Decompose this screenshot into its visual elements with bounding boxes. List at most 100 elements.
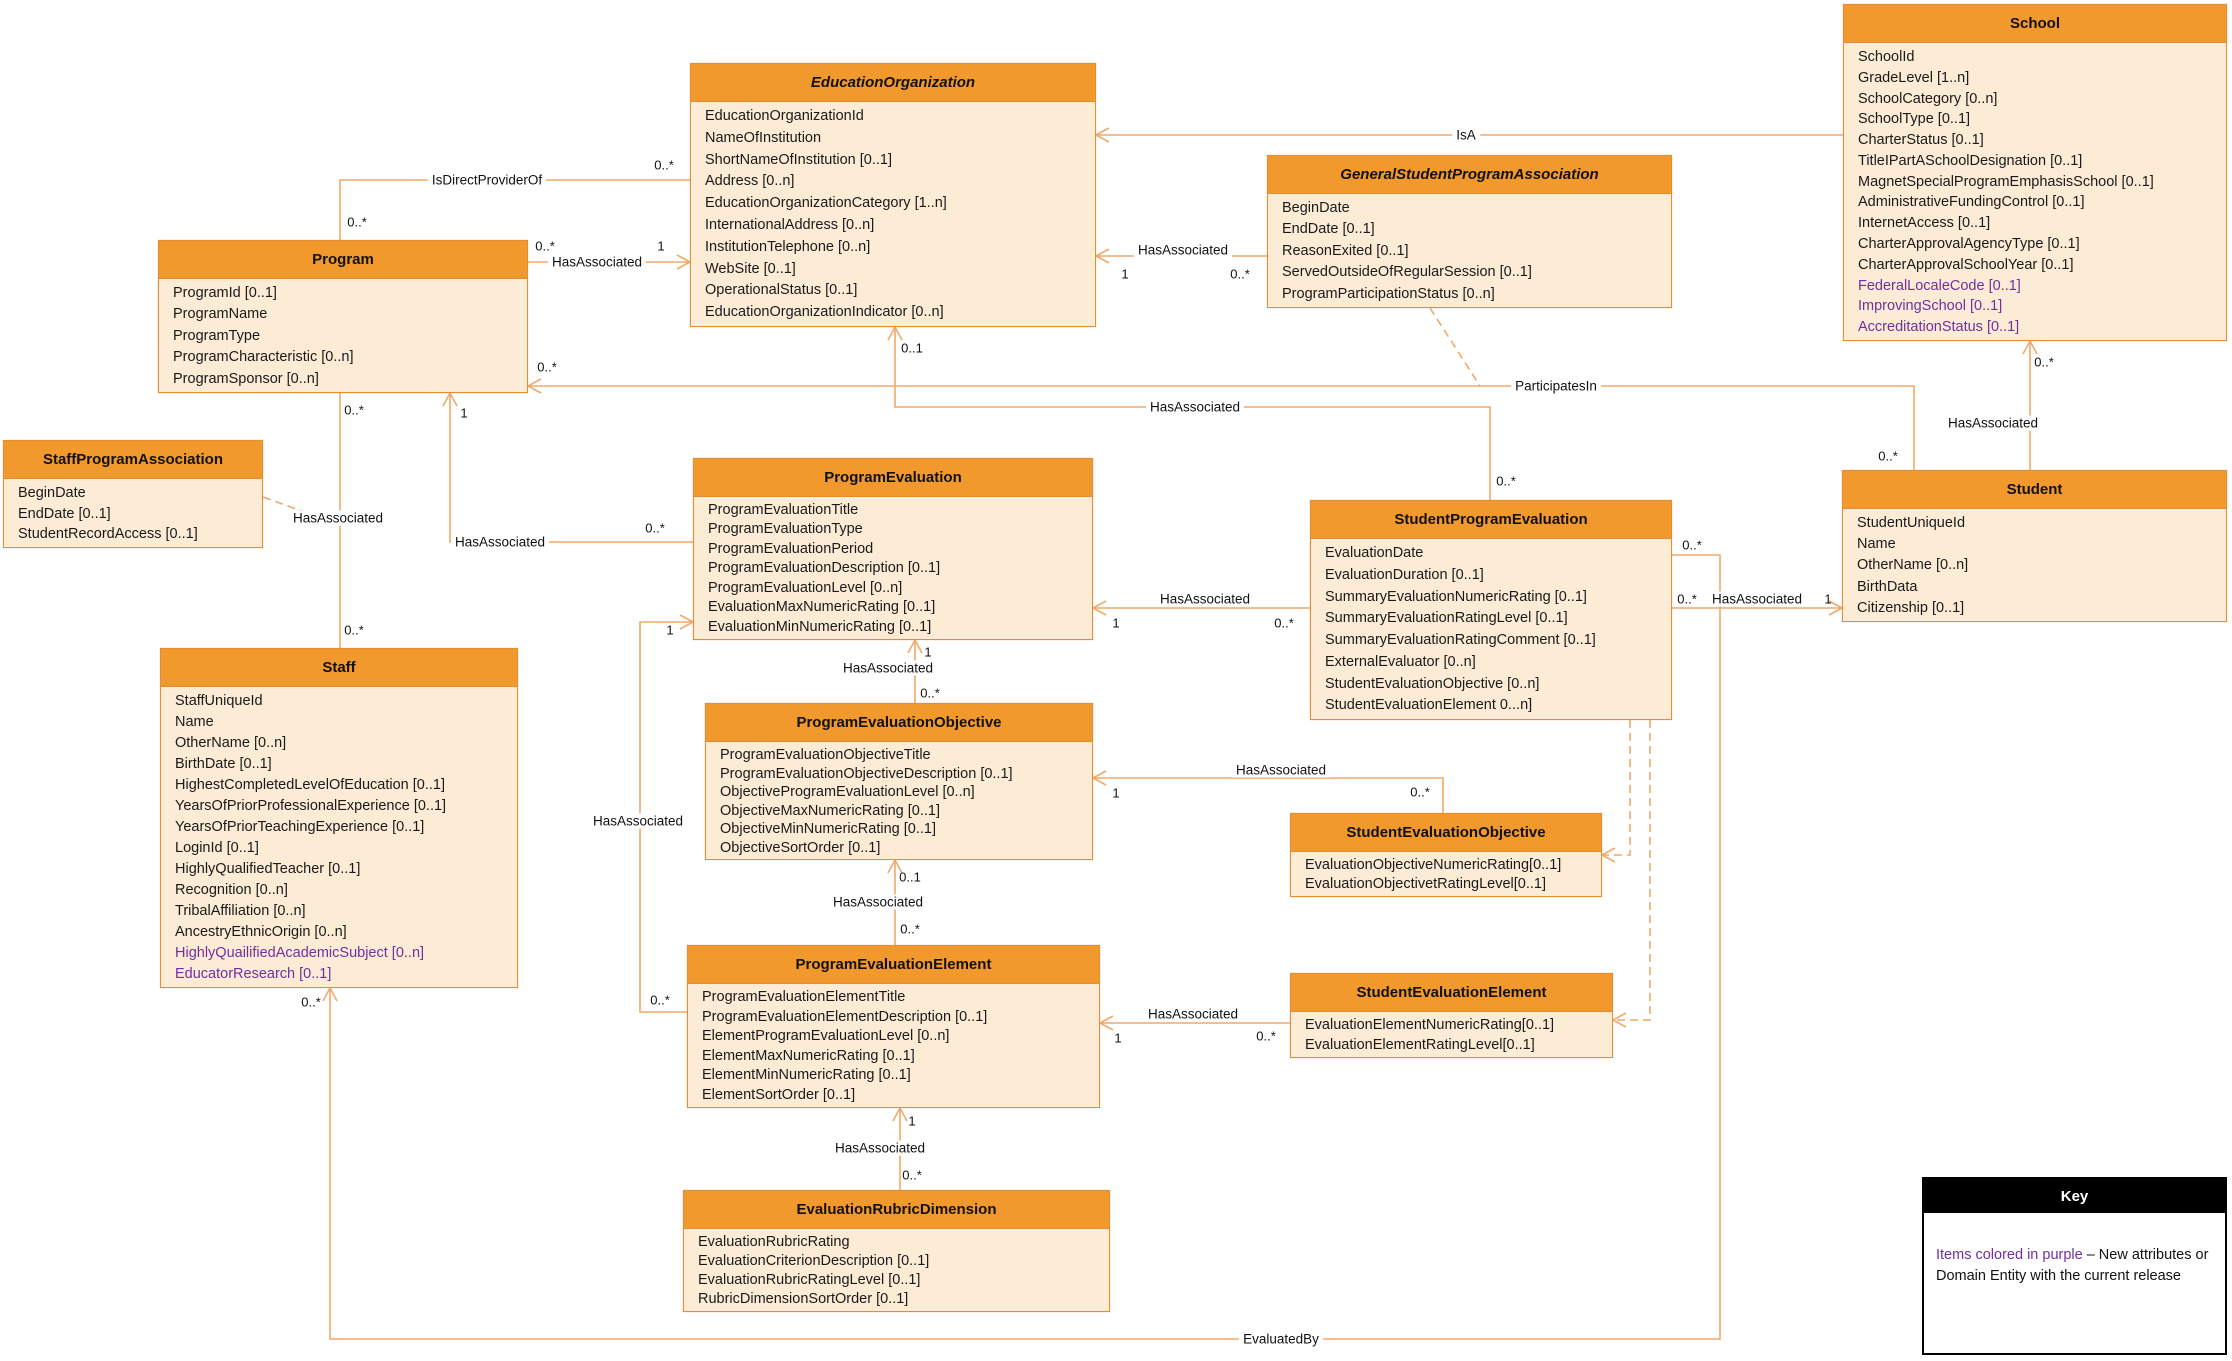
- relationship-label-pe-hasassociated-peo: HasAssociated: [838, 660, 938, 676]
- attribute-row: ProgramParticipationStatus [0..n]: [1282, 285, 1495, 302]
- attribute-row: NameOfInstitution: [705, 129, 822, 146]
- school-hasassociated-student-arrowhead: [2022, 339, 2038, 355]
- relationship-label-program-hasassociated-edorg: HasAssociated: [547, 254, 647, 270]
- entity-header-general-student-program-association: GeneralStudentProgramAssociation: [1268, 156, 1671, 194]
- multiplicity-label: 0..*: [1230, 266, 1250, 282]
- multiplicity-label: 0..*: [650, 992, 670, 1008]
- attribute-row: ElementMaxNumericRating [0..1]: [702, 1047, 915, 1064]
- relationship-label-edorg-hasassociated-spe: HasAssociated: [1145, 399, 1245, 415]
- relationship-label-school-hasassociated-student: HasAssociated: [1943, 415, 2043, 431]
- key-legend-text: Items colored in purple – New attributes…: [1924, 1213, 2225, 1287]
- relationship-label-program-hasassociated-programevaluation: HasAssociated: [450, 534, 550, 550]
- entity-header-student: Student: [1843, 471, 2226, 509]
- relationship-label-peo-hasassociated-pee: HasAssociated: [828, 894, 928, 910]
- attribute-row: SchoolType [0..1]: [1858, 111, 1971, 128]
- multiplicity-label: 0..*: [1878, 448, 1898, 464]
- attribute-row: BirthData: [1857, 578, 1918, 595]
- gspa-link: [1429, 307, 1481, 387]
- attribute-row: CharterStatus [0..1]: [1858, 132, 1984, 149]
- multiplicity-label: 0..*: [1677, 591, 1697, 607]
- attribute-row: InstitutionTelephone [0..n]: [705, 238, 871, 255]
- attribute-row: ObjectiveProgramEvaluationLevel [0..n]: [720, 784, 975, 800]
- multiplicity-label: 1: [1112, 615, 1120, 631]
- multiplicity-label: 0..1: [901, 340, 923, 356]
- multiplicity-label: 0..*: [902, 1167, 922, 1183]
- staff-evaluatedby-spe: [329, 554, 1721, 1340]
- gspa-hasassociated-edorg-arrowhead: [1094, 248, 1110, 264]
- attribute-row: BeginDate: [18, 485, 86, 501]
- multiplicity-label: 0..*: [1496, 473, 1516, 489]
- multiplicity-label: 0..*: [344, 622, 364, 638]
- attribute-row: SummaryEvaluationRatingLevel [0..1]: [1325, 610, 1568, 627]
- multiplicity-label: 1: [924, 644, 932, 660]
- multiplicity-label: 1: [1112, 785, 1120, 801]
- attribute-row: ProgramEvaluationLevel [0..n]: [708, 579, 903, 596]
- multiplicity-label: 0..*: [301, 994, 321, 1010]
- attribute-row: LoginId [0..1]: [175, 840, 259, 856]
- attribute-row: EvaluationRubricRating: [698, 1234, 850, 1250]
- attribute-row: ObjectiveMaxNumericRating [0..1]: [720, 802, 940, 819]
- attribute-row: WebSite [0..1]: [705, 260, 796, 277]
- attribute-row: ProgramCharacteristic [0..n]: [173, 349, 354, 366]
- attribute-row: ProgramEvaluationPeriod: [708, 540, 874, 557]
- attribute-row: ProgramEvaluationObjectiveTitle: [720, 747, 931, 763]
- multiplicity-label: 0..*: [1274, 615, 1294, 631]
- attribute-row: ShortNameOfInstitution [0..1]: [705, 151, 892, 168]
- spe-link-see: [1613, 720, 1651, 1021]
- attribute-row: ProgramName: [173, 306, 268, 323]
- attribute-row: ObjectiveSortOrder [0..1]: [720, 839, 881, 856]
- pee-hasassociated-erd-arrowhead: [892, 1106, 908, 1122]
- attribute-row: EducationOrganizationId: [705, 108, 864, 124]
- attribute-row: SummaryEvaluationRatingComment [0..1]: [1325, 632, 1596, 648]
- attribute-row: ProgramEvaluationElementDescription [0..…: [702, 1008, 988, 1025]
- attribute-row: ProgramType: [173, 327, 261, 344]
- spe-link-see-arrowhead: [1611, 1012, 1627, 1028]
- multiplicity-label: 0..*: [347, 214, 367, 230]
- attribute-row: BirthDate [0..1]: [175, 756, 272, 772]
- attribute-row: ExternalEvaluator [0..n]: [1325, 653, 1476, 670]
- multiplicity-label: 1: [666, 622, 674, 638]
- entity-attributes-student-evaluation-objective: EvaluationObjectiveNumericRating[0..1]Ev…: [1291, 852, 1601, 894]
- attribute-row: AccreditationStatus [0..1]: [1858, 319, 2020, 336]
- attribute-row: MagnetSpecialProgramEmphasisSchool [0..1…: [1858, 173, 2154, 190]
- multiplicity-label: 0..*: [900, 921, 920, 937]
- attribute-row: EvaluationMaxNumericRating [0..1]: [708, 599, 936, 616]
- entity-header-student-evaluation-objective: StudentEvaluationObjective: [1291, 814, 1601, 852]
- attribute-row: ProgramEvaluationDescription [0..1]: [708, 560, 941, 577]
- attribute-row: StudentEvaluationElement 0...n]: [1325, 697, 1533, 714]
- attribute-row: SchoolId: [1858, 49, 1915, 65]
- attribute-row: YearsOfPriorTeachingExperience [0..1]: [175, 819, 425, 835]
- multiplicity-label: 0..*: [654, 157, 674, 173]
- attribute-row: OperationalStatus [0..1]: [705, 282, 858, 299]
- attribute-row: ElementSortOrder [0..1]: [702, 1086, 856, 1103]
- relationship-label-program-hasassociated-staff: HasAssociated: [288, 510, 388, 526]
- attribute-row: ReasonExited [0..1]: [1282, 242, 1409, 259]
- attribute-row: OtherName [0..n]: [1857, 557, 1969, 574]
- attribute-row: EvaluationRubricRatingLevel [0..1]: [698, 1272, 921, 1288]
- attribute-row: Name: [175, 714, 214, 730]
- attribute-row: CharterApprovalAgencyType [0..1]: [1858, 236, 2080, 253]
- entity-header-evaluation-rubric-dimension: EvaluationRubricDimension: [684, 1191, 1109, 1229]
- spe-link-seo-arrowhead: [1600, 847, 1616, 863]
- key-legend-title: Key: [1924, 1179, 2225, 1213]
- spe-link-seo: [1602, 720, 1631, 856]
- relationship-label-pe-hasassociated-pee: HasAssociated: [588, 813, 688, 829]
- attribute-row: StaffUniqueId: [175, 693, 263, 709]
- entity-header-student-program-evaluation: StudentProgramEvaluation: [1311, 501, 1671, 539]
- attribute-row: AdministrativeFundingControl [0..1]: [1858, 194, 2085, 211]
- attribute-row: StudentRecordAccess [0..1]: [18, 526, 198, 543]
- attribute-row: EvaluationMinNumericRating [0..1]: [708, 618, 932, 635]
- program-isdirectproviderof-edorg: [339, 179, 690, 240]
